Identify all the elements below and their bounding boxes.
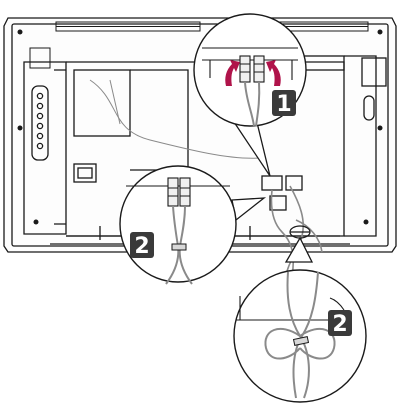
internal-wire — [89, 79, 261, 159]
cable-tie — [171, 243, 187, 251]
callout-pointer — [284, 236, 314, 263]
right-side-panel — [344, 55, 377, 237]
step-badge-2: 2 — [130, 232, 154, 259]
left-side-panel — [23, 61, 67, 235]
callout-cable-bundle-step: 2 — [119, 165, 267, 285]
left-vent — [29, 47, 51, 69]
corner-screws — [17, 29, 383, 225]
cable-tie — [292, 336, 310, 346]
step-number-2: 2 — [134, 234, 149, 259]
connector-plug-pair — [167, 177, 191, 207]
callout-cable-tie-step: 2 — [233, 236, 367, 403]
power-inlet — [73, 163, 97, 183]
step-number-1: 1 — [276, 92, 291, 117]
step-number-2b: 2 — [332, 312, 347, 337]
cable-tie-loop — [264, 327, 336, 360]
step-badge-2b: 2 — [328, 310, 352, 337]
side-connector-column — [31, 85, 49, 161]
callout-connector-step: 1 — [193, 13, 307, 177]
step-badge-1: 1 — [272, 90, 296, 117]
insert-arrow-icon — [225, 60, 281, 86]
